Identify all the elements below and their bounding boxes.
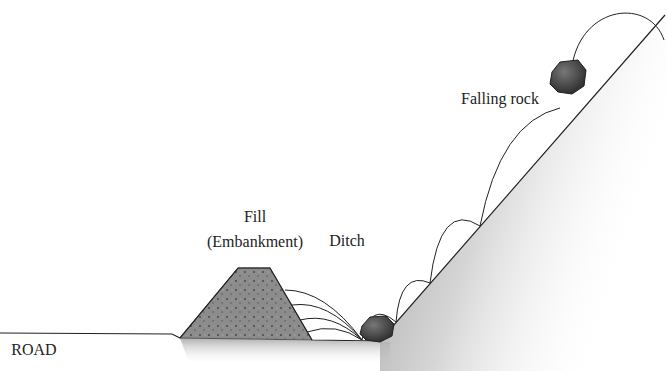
- fill-label: Fill (Embankment): [200, 204, 310, 254]
- ditch-label: Ditch: [317, 228, 377, 253]
- ditch-rock: [360, 316, 394, 342]
- slope-shading: [380, 15, 667, 371]
- ground-line: [0, 15, 665, 341]
- rock-trajectory: [285, 13, 664, 340]
- road-label: ROAD: [4, 337, 64, 362]
- ground-shading: [180, 338, 390, 365]
- embankment: [180, 268, 312, 340]
- falling-rock: [550, 60, 586, 94]
- rock-label: Falling rock: [445, 86, 555, 111]
